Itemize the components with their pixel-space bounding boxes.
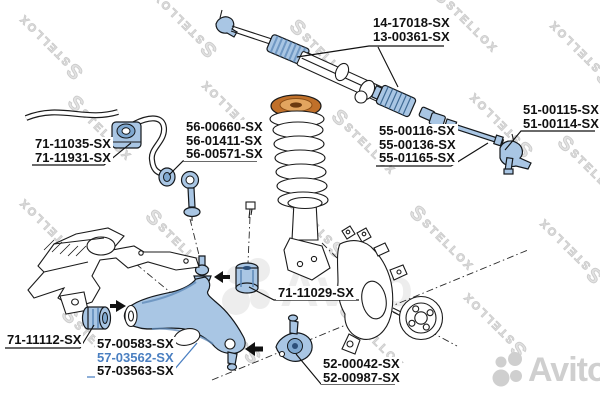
part-number: 13-00361-SX (373, 28, 450, 44)
strut-assembly (269, 94, 331, 281)
pinion-housing (354, 90, 368, 104)
part-number: 71-11931-SX (35, 149, 111, 165)
part-label-stab-bushing: 71-11035-SX 71-11931-SX (33, 137, 113, 164)
part-number: 55-01165-SX (379, 150, 455, 165)
part-number: 52-00042-SX (323, 356, 400, 371)
bushing-bolt (245, 201, 256, 219)
part-number: 71-11029-SX (278, 285, 354, 300)
tie-rod-end (499, 133, 532, 175)
part-number: 56-00571-SX (186, 146, 263, 161)
control-arm (123, 276, 246, 371)
part-label-front-bushing: 71-11112-SX (5, 332, 84, 347)
part-label-control-arm: 57-00583-SX 57-03562-SX 57-03563-SX (95, 337, 176, 378)
part-label-rear-bushing: 71-11029-SX (276, 286, 356, 300)
part-label-inner-tie-rod: 55-00116-SX 55-00136-SX 55-01165-SX (377, 124, 458, 165)
install-arrow-left-bushing (214, 271, 230, 283)
rack-clamp (334, 62, 350, 82)
part-number: 57-03563-SX (97, 363, 174, 378)
left-tie-rod-end (215, 16, 238, 38)
part-number: 57-00583-SX (97, 336, 174, 351)
right-steering-boot (370, 84, 417, 118)
steering-knuckle (336, 225, 408, 355)
avito-text: Avito (528, 351, 600, 389)
stabilizer-bushing (111, 121, 142, 149)
part-number: 56-01411-SX (186, 132, 262, 148)
avito-logo-icon (492, 352, 522, 387)
wheel-hub (392, 295, 444, 341)
part-number: 51-00114-SX (523, 115, 599, 131)
rear-arm-bushing (235, 262, 259, 294)
coil-spring (272, 121, 329, 209)
watermark-avito-bottom-right: Avito (492, 351, 600, 389)
part-number: 71-11035-SX (35, 136, 111, 151)
label-leader-lines (5, 45, 595, 385)
part-number: 14-17018-SX (373, 15, 450, 30)
part-number: 52-00987-SX (323, 369, 400, 385)
part-number: 56-00660-SX (186, 119, 263, 134)
front-arm-bushing (81, 306, 112, 330)
steering-rack (215, 9, 436, 122)
subframe (27, 227, 200, 315)
install-arrow-right (110, 300, 126, 312)
install-arrow-left-balljoint (245, 342, 263, 356)
part-number: 71-11112-SX (7, 332, 82, 347)
ball-joint (275, 314, 313, 362)
part-label-tie-rod-end: 51-00115-SX 51-00114-SX (521, 103, 600, 130)
part-number: 51-00115-SX (523, 102, 599, 117)
part-label-steering-rack: 14-17018-SX 13-00361-SX (371, 16, 452, 43)
strut-bracket (283, 237, 331, 281)
part-number-link: 57-03562-SX (97, 349, 174, 365)
part-number: 55-00136-SX (379, 136, 456, 152)
part-label-stab-link: 56-00660-SX 56-01411-SX 56-00571-SX (184, 120, 265, 161)
part-number: 55-00116-SX (379, 123, 455, 138)
part-label-ball-joint: 52-00042-SX 52-00987-SX (321, 357, 402, 384)
